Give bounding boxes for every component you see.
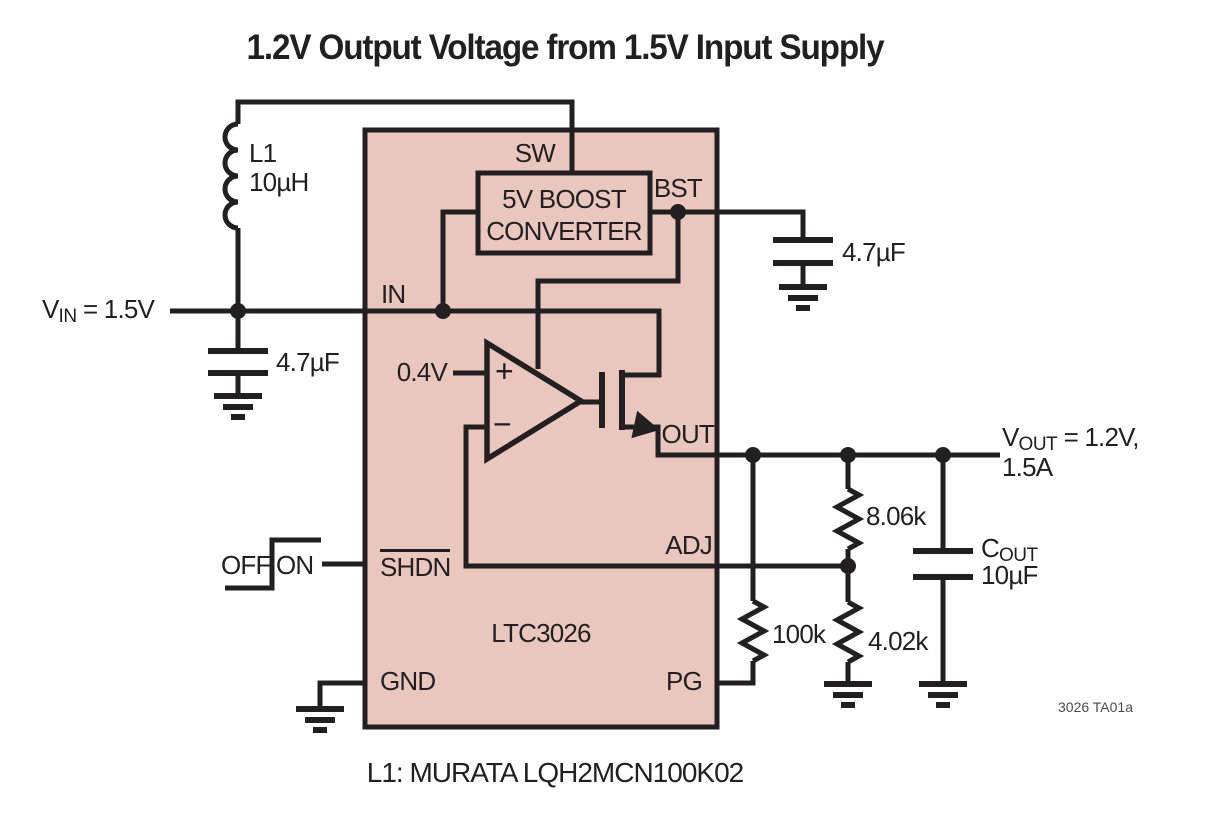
capacitor-cbst (773, 237, 833, 266)
r-pg-value: 100k (772, 619, 826, 649)
error-amplifier (484, 338, 587, 464)
inductor-designator: L1 (249, 138, 277, 168)
off-label: OFF (221, 550, 271, 580)
resistor-8.06k (831, 486, 865, 552)
cin-value: 4.7µF (276, 347, 340, 377)
inductor-note: L1: MURATA LQH2MCN100K02 (366, 757, 744, 788)
wire-bst (650, 209, 806, 240)
boost-converter-block (475, 170, 653, 256)
ground-ic (296, 706, 344, 733)
pin-adj: ADJ (665, 530, 713, 560)
opamp-minus-sign: − (493, 406, 512, 442)
cout-value: 10µF (981, 560, 1038, 590)
ground-4k (824, 681, 872, 708)
reference-voltage-label: 0.4V (396, 357, 448, 387)
wire-l1-to-sw (235, 99, 575, 175)
wire-in-to-drain (443, 308, 662, 378)
off-on-step-waveform (225, 537, 321, 591)
vout-current-label: 1.5A (1002, 452, 1053, 482)
ground-cin (214, 393, 262, 420)
wire-feedback-adj (463, 424, 848, 569)
schematic-graphics (170, 99, 1000, 733)
capacitor-cout (913, 548, 973, 580)
cout-designator: COUT (981, 533, 1038, 566)
pin-out: OUT (661, 419, 715, 449)
wire-bst-to-amp (535, 212, 681, 369)
opamp-plus-sign: + (495, 353, 514, 389)
r-top-value: 8.06k (866, 501, 926, 531)
wire-100k-to-pg (717, 661, 756, 686)
ic-part-number: LTC3026 (491, 618, 591, 648)
wire-in-to-boost (440, 209, 478, 311)
boost-converter-label: 5V BOOST CONVERTER (486, 184, 642, 246)
resistor-4.02k (831, 599, 865, 665)
ground-cout (919, 681, 967, 708)
pin-gnd: GND (380, 666, 436, 696)
r-bottom-value: 4.02k (868, 626, 928, 656)
junction-dots (230, 204, 951, 574)
pin-in: IN (381, 279, 406, 309)
pin-shdn: SHDN (380, 549, 451, 581)
figure-id: 3026 TA01a (1058, 699, 1133, 715)
vout-label: VOUT = 1.2V, (1002, 422, 1140, 455)
pin-sw: SW (514, 138, 556, 168)
ground-cbst (779, 284, 827, 311)
pin-bst: BST (653, 173, 703, 203)
cbst-value: 4.7µF (842, 237, 906, 267)
wire-gnd (317, 680, 365, 709)
on-label: ON (276, 550, 314, 580)
resistor-100k (736, 598, 770, 664)
inductor-value: 10µH (249, 167, 309, 197)
capacitor-cin (208, 348, 268, 376)
figure-title: 1.2V Output Voltage from 1.5V Input Supp… (246, 28, 885, 67)
mosfet-source-arrow (631, 410, 660, 439)
vin-label: VIN = 1.5V (42, 294, 155, 327)
inductor-l1 (222, 121, 239, 231)
pin-pg: PG (666, 666, 703, 696)
